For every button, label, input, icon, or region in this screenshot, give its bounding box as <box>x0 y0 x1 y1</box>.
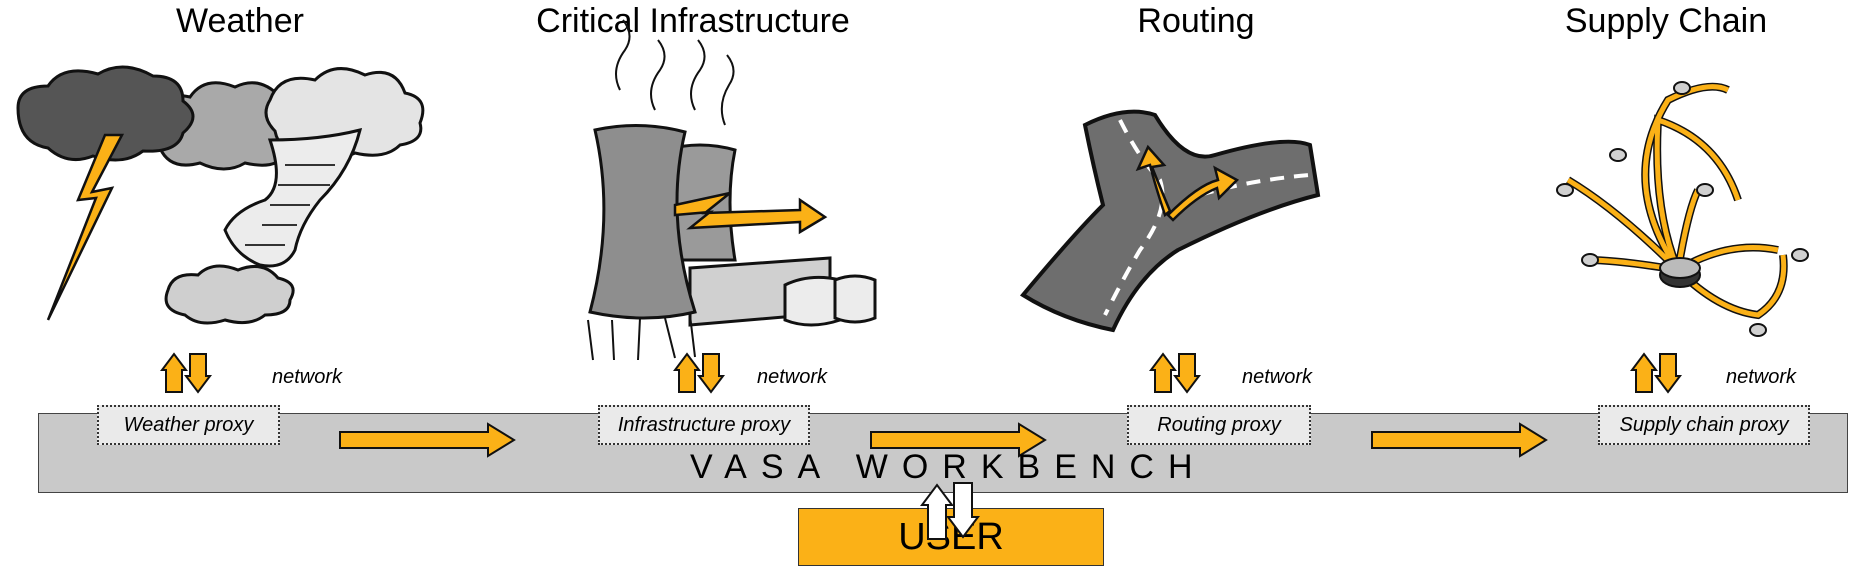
infrastructure-network-arrows-icon <box>673 352 725 394</box>
supply-chain-proxy: Supply chain proxy <box>1598 405 1810 445</box>
supply-chain-proxy-label: Supply chain proxy <box>1619 413 1789 436</box>
user-exchange-arrows-icon <box>920 482 980 540</box>
weather-proxy: Weather proxy <box>97 405 280 445</box>
workbench-label: VASA WORKBENCH <box>690 448 1207 486</box>
weather-proxy-label: Weather proxy <box>123 413 254 436</box>
workbench-bar <box>38 413 1848 493</box>
flow-arrow-icon <box>1371 422 1548 458</box>
routing-network-arrows-icon <box>1149 352 1201 394</box>
weather-network-label: network <box>272 366 343 388</box>
supply-chain-title: Supply Chain <box>1564 2 1768 40</box>
infrastructure-proxy: Infrastructure proxy <box>598 405 810 445</box>
infrastructure-network-label: network <box>757 366 828 388</box>
supply-chain-network-label: network <box>1726 366 1797 388</box>
weather-title: Weather <box>176 2 304 40</box>
flow-arrow-icon <box>870 422 1047 458</box>
routing-proxy: Routing proxy <box>1127 405 1311 445</box>
routing-title: Routing <box>1137 2 1255 40</box>
flow-arrow-icon <box>339 422 516 458</box>
weather-network-arrows-icon <box>160 352 212 394</box>
supply-chain-network-arrows-icon <box>1630 352 1682 394</box>
infrastructure-title: Critical Infrastructure <box>536 2 850 40</box>
routing-proxy-label: Routing proxy <box>1157 413 1281 436</box>
infrastructure-proxy-label: Infrastructure proxy <box>617 413 791 436</box>
routing-network-label: network <box>1242 366 1313 388</box>
